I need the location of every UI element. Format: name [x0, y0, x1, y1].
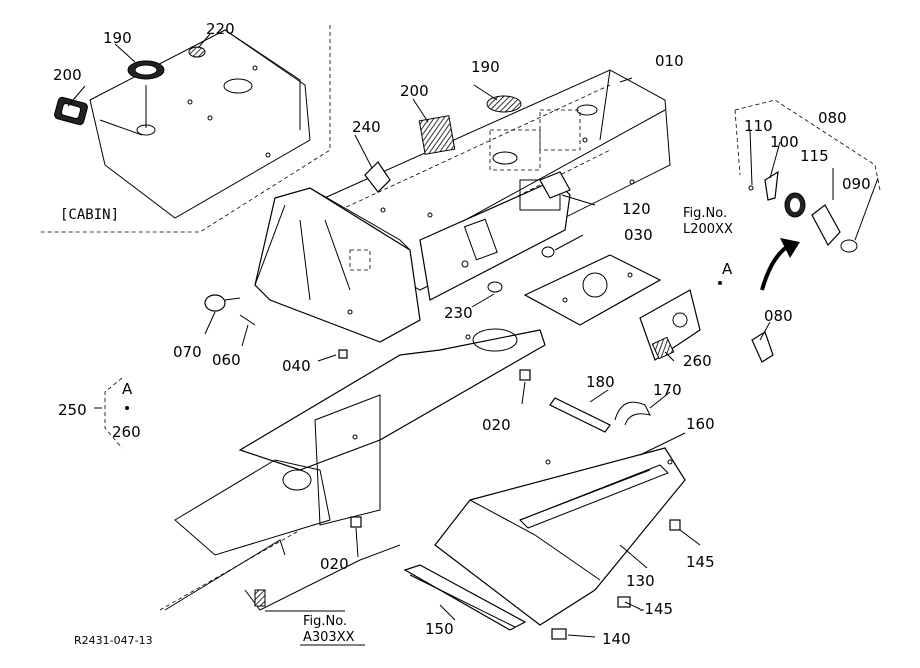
sub-panel	[419, 179, 571, 301]
label-115: 115	[800, 147, 829, 165]
label-220: 220	[206, 20, 235, 38]
label-170: 170	[653, 381, 682, 399]
seal-190	[486, 95, 522, 113]
leader-lines	[67, 33, 879, 646]
fig-ref-a303-line2: A303XX	[303, 630, 355, 645]
label-020-upper: 020	[482, 416, 511, 434]
label-100: 100	[770, 133, 799, 151]
label-060: 060	[212, 351, 241, 369]
label-030: 030	[624, 226, 653, 244]
hardware	[204, 161, 681, 640]
label-010: 010	[655, 52, 684, 70]
label-230: 230	[444, 304, 473, 322]
label-145-right: 145	[686, 553, 715, 571]
decal-panel	[639, 289, 701, 361]
label-200-cabin: 200	[53, 66, 82, 84]
label-150: 150	[425, 620, 454, 638]
fig-ref-l200-line1: Fig.No.	[683, 206, 727, 221]
label-080-top: 080	[818, 109, 847, 127]
label-130: 130	[626, 572, 655, 590]
label-260-right: 260	[683, 352, 712, 370]
label-240: 240	[352, 118, 381, 136]
label-160: 160	[686, 415, 715, 433]
cabin-section	[40, 25, 331, 233]
label-140: 140	[602, 630, 631, 648]
view-a-label-left: A	[122, 380, 133, 398]
front-shroud	[254, 187, 421, 343]
label-040: 040	[282, 357, 311, 375]
fig-ref-l200-line2: L200XX	[683, 222, 733, 237]
lower-frame	[159, 328, 546, 611]
view-a-bracket	[104, 377, 129, 449]
label-190-cabin: 190	[103, 29, 132, 47]
label-120: 120	[622, 200, 651, 218]
fig-ref-a303-line1: Fig.No.	[303, 614, 347, 629]
label-090: 090	[842, 175, 871, 193]
label-110: 110	[744, 117, 773, 135]
rubber-parts	[403, 397, 651, 631]
part-labels: 010 020 020 030 040 060 070 080 080 090 …	[53, 20, 871, 648]
mount-plate	[523, 254, 662, 326]
label-180: 180	[586, 373, 615, 391]
label-cabin: [CABIN]	[60, 207, 119, 223]
drawing-id: R2431-047-13	[74, 634, 153, 647]
bottom-cover	[434, 447, 686, 626]
label-190-housing: 190	[471, 58, 500, 76]
label-260-left: 260	[112, 423, 141, 441]
label-080-right: 080	[764, 307, 793, 325]
label-070: 070	[173, 343, 202, 361]
label-020-lower: 020	[320, 555, 349, 573]
view-a-label-top: A	[722, 260, 733, 278]
label-200-housing: 200	[400, 82, 429, 100]
label-145-lower: -145	[639, 600, 673, 618]
label-250: 250	[58, 401, 87, 419]
switch-detail	[734, 99, 881, 363]
decal-200	[418, 115, 456, 155]
